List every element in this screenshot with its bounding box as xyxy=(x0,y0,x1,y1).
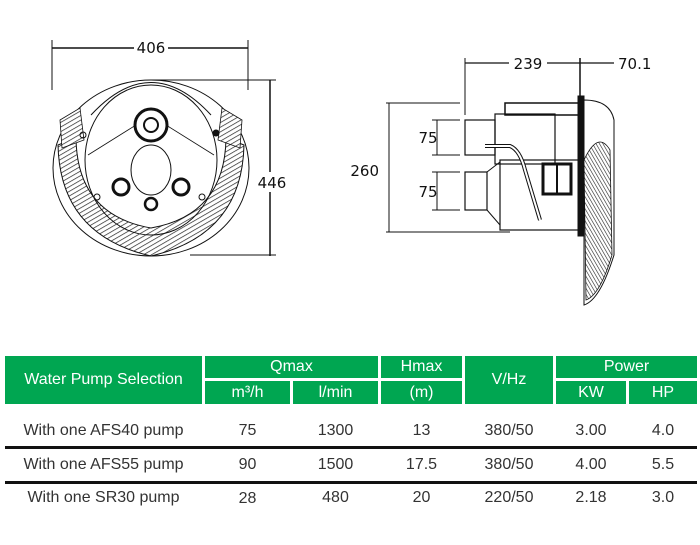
header-lmin: l/min xyxy=(293,381,378,404)
front-view xyxy=(51,40,276,257)
front-width-label: 406 xyxy=(137,39,166,57)
front-height-label: 446 xyxy=(258,174,287,192)
upper-port-label: 75 xyxy=(418,129,437,147)
pump-name: With one AFS40 pump xyxy=(23,422,184,439)
header-hmax: Hmax xyxy=(381,356,462,378)
kw: 3.00 xyxy=(575,422,607,439)
kw: 2.18 xyxy=(575,489,607,506)
qmax-lmin: 480 xyxy=(322,489,349,506)
kw: 4.00 xyxy=(575,456,607,473)
hmax: 20 xyxy=(412,489,431,506)
header-power: Power xyxy=(556,356,697,378)
row-divider xyxy=(5,446,697,449)
hp: 5.5 xyxy=(651,456,675,473)
header-hp: HP xyxy=(629,381,697,404)
qmax-m3h: 75 xyxy=(238,422,257,439)
header-m3h: m³/h xyxy=(205,381,290,404)
side-height-label: 260 xyxy=(350,162,379,180)
vhz: 380/50 xyxy=(484,456,534,473)
qmax-lmin: 1300 xyxy=(317,422,354,439)
qmax-m3h: 90 xyxy=(238,456,257,473)
lower-port-label: 75 xyxy=(418,183,437,201)
header-hmax-unit: (m) xyxy=(381,381,462,404)
vhz: 220/50 xyxy=(484,489,534,506)
qmax-lmin: 1500 xyxy=(317,456,354,473)
side-view xyxy=(386,58,615,306)
side-flange-label: 70.1 xyxy=(618,55,651,73)
hmax: 17.5 xyxy=(405,456,438,473)
header-kw: KW xyxy=(556,381,626,404)
row-divider xyxy=(5,481,697,484)
header-qmax: Qmax xyxy=(205,356,378,378)
side-depth-label: 239 xyxy=(514,55,543,73)
pump-name: With one SR30 pump xyxy=(27,489,180,506)
hp: 3.0 xyxy=(651,489,675,506)
technical-drawing: 406 446 239 70.1 260 75 75 xyxy=(51,38,651,306)
header-selection: Water Pump Selection xyxy=(5,356,202,404)
qmax-m3h: 28 xyxy=(238,490,257,507)
hmax: 13 xyxy=(412,422,431,439)
vhz: 380/50 xyxy=(484,422,534,439)
pump-name: With one AFS55 pump xyxy=(23,456,184,473)
header-vhz: V/Hz xyxy=(465,356,553,404)
hp: 4.0 xyxy=(651,422,675,439)
